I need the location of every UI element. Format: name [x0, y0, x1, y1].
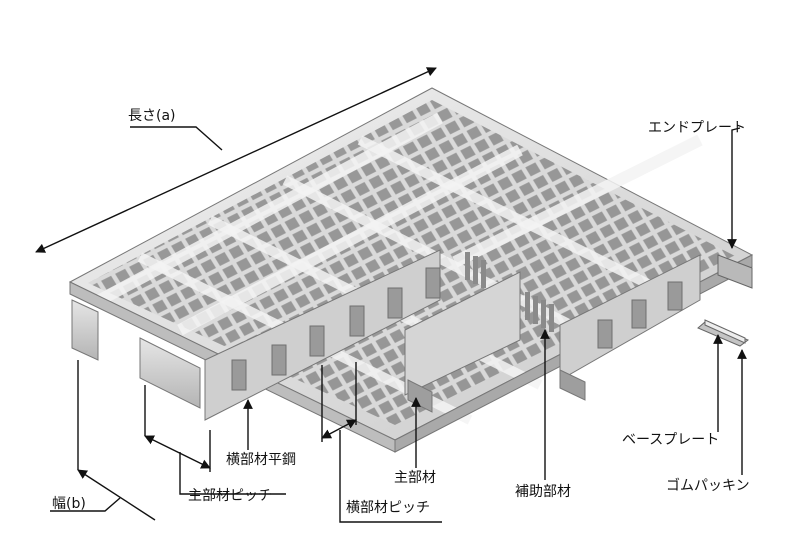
- cross-bar-pitch-label: 横部材ピッチ: [346, 500, 430, 516]
- main-bar-pitch-label: 主部材ピッチ: [188, 488, 272, 504]
- base-plate-label: ベースプレート: [622, 432, 720, 448]
- end-plate-leader: [727, 127, 741, 249]
- width-leader: [50, 497, 121, 512]
- main-bar-pitch-dimension: [144, 435, 211, 469]
- main-bar-label: 主部材: [394, 470, 436, 486]
- cross-bar-flat-steel-label: 横部材平鋼: [226, 452, 296, 468]
- leader-lines: [35, 67, 747, 523]
- cross-bar-pitch-leader: [339, 430, 442, 523]
- rubber-packing-label: ゴムパッキン: [666, 478, 750, 494]
- width-dimension-line: [77, 469, 156, 521]
- cross-bar-pitch-dimension: [321, 419, 357, 439]
- length-dimension-line: [35, 67, 437, 253]
- end-plate-label: エンドプレート: [648, 120, 746, 136]
- support-beams: [71, 249, 753, 421]
- length-label: 長さ(a): [128, 108, 176, 124]
- length-leader: [130, 126, 223, 151]
- width-label: 幅(b): [52, 496, 86, 512]
- main-bar-pitch-leader: [179, 452, 286, 495]
- auxiliary-bar-label: 補助部材: [515, 484, 571, 500]
